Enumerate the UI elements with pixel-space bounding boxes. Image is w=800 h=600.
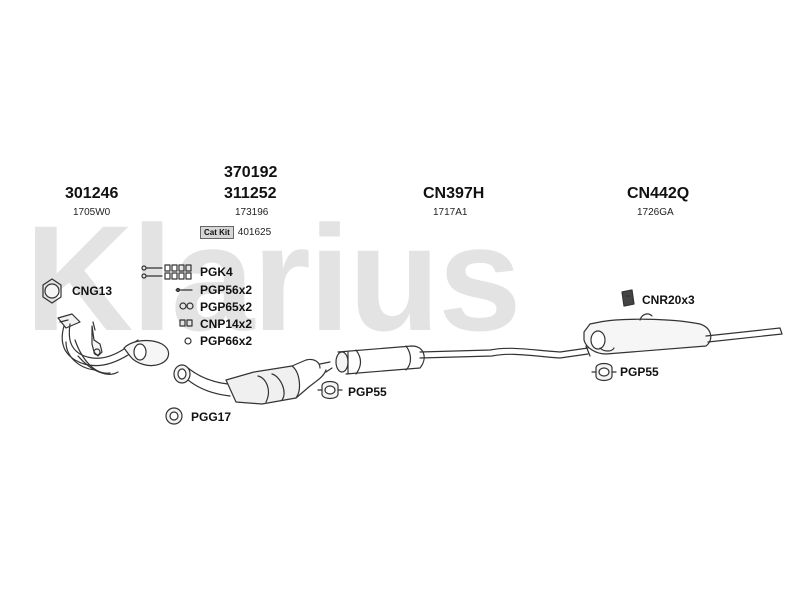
centre-box-ref: 1717A1 bbox=[433, 207, 468, 218]
pgp56-bolt-icon bbox=[175, 287, 193, 293]
watermark-text: Klarius bbox=[25, 200, 520, 350]
rubber-mount-cnr20-icon bbox=[621, 289, 635, 307]
gasket-cng13-icon bbox=[42, 278, 62, 304]
callout-pgk4: PGK4 bbox=[200, 265, 233, 279]
callout-pgp56: PGP56x2 bbox=[200, 283, 253, 297]
klarius-watermark-logo: Klarius bbox=[25, 200, 522, 350]
rear-box-part-number: CN442Q bbox=[627, 185, 690, 202]
cnp14-nut-icon bbox=[179, 319, 193, 327]
catalyst-part-number: 311252 bbox=[224, 185, 277, 202]
pgk4-bolts-icon bbox=[141, 264, 192, 280]
centre-box-drawing bbox=[335, 345, 591, 375]
pgp66-washer-icon bbox=[184, 337, 192, 345]
downpipe-ref: 1705W0 bbox=[73, 207, 111, 218]
clamp-pgp55-rear-icon bbox=[591, 362, 617, 382]
clamp-bolt-icon bbox=[91, 321, 103, 357]
callout-cng13: CNG13 bbox=[72, 284, 113, 298]
clamp-pgp55-mid-icon bbox=[317, 380, 343, 400]
downpipe-drawing bbox=[57, 313, 170, 375]
callout-cnr20: CNR20x3 bbox=[642, 293, 695, 307]
rear-box-drawing bbox=[583, 313, 783, 355]
callout-pgp55-rear: PGP55 bbox=[620, 365, 659, 379]
catkit-number: 401625 bbox=[237, 227, 272, 238]
catalyst-ref: 173196 bbox=[235, 207, 269, 218]
gasket-pgg17-icon bbox=[165, 407, 183, 425]
catalyst-kit: Cat Kit 401625 bbox=[200, 226, 271, 239]
catkit-badge: Cat Kit bbox=[200, 226, 234, 239]
pgp65-nut-icon bbox=[179, 302, 194, 310]
catalyst-part-number-top: 370192 bbox=[224, 164, 278, 181]
rear-box-ref: 1726GA bbox=[637, 207, 674, 218]
callout-cnp14: CNP14x2 bbox=[200, 317, 253, 331]
fitting-kit-hardware-icons bbox=[141, 264, 194, 345]
callout-pgg17: PGG17 bbox=[191, 410, 232, 424]
downpipe-part-number: 301246 bbox=[65, 185, 119, 202]
centre-box-part-number: CN397H bbox=[423, 185, 485, 202]
catalyst-drawing bbox=[173, 358, 333, 405]
callout-pgp65: PGP65x2 bbox=[200, 300, 253, 314]
callout-pgp66: PGP66x2 bbox=[200, 334, 253, 348]
callout-pgp55-mid: PGP55 bbox=[348, 385, 387, 399]
